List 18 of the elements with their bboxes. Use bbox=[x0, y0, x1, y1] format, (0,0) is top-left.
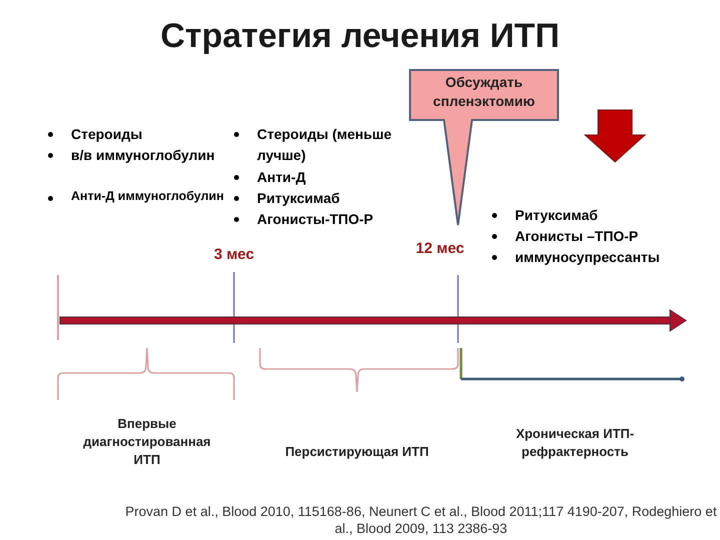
time-label: 3 мес bbox=[212, 245, 256, 265]
callout-text: Обсуждать спленэктомию bbox=[432, 73, 536, 111]
list-item: Анти-Д иммуноглобулин bbox=[71, 188, 224, 205]
list-item: Стероиды bbox=[71, 125, 142, 144]
time-label: 12 мес bbox=[414, 239, 466, 259]
phase-label: Персистирующая ИТП bbox=[284, 443, 430, 461]
list-item: Ритуксимаб bbox=[515, 206, 598, 225]
phase-label: Впервые диагностированная ИТП bbox=[82, 415, 212, 469]
list-item: Агонисты –ТПО-Р bbox=[515, 227, 638, 246]
list-item: Агонисты-ТПО-Р bbox=[257, 210, 374, 229]
list-item: Ритуксимаб bbox=[257, 189, 340, 208]
phase-label: Хроническая ИТП- рефрактерность bbox=[514, 425, 636, 461]
list-item: иммуносупрессанты bbox=[515, 248, 660, 267]
citation: Provan D et al., Blood 2010, 115168-86, Neunert C et al., Blood 2011;117 4190-207, Rodeghiero et al., Blood 2009, 113 2386-93 bbox=[124, 503, 718, 537]
title: Стратегия лечения ИТП bbox=[159, 16, 561, 57]
list-item: Стероиды (меньше лучше) bbox=[257, 125, 393, 165]
list-item: Анти-Д bbox=[257, 168, 306, 187]
list-item: в/в иммуноглобулин bbox=[71, 146, 215, 165]
